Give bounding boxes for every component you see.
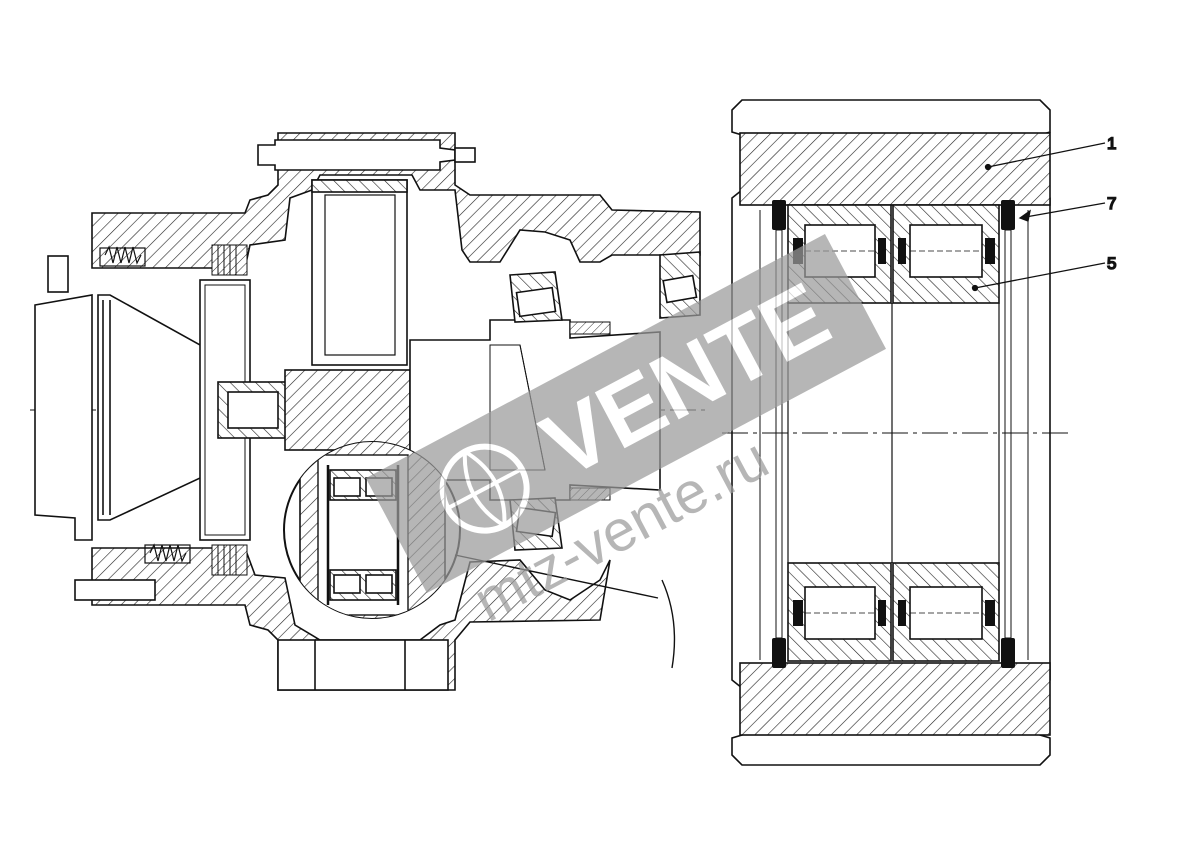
planet-gear-block xyxy=(284,369,411,451)
outer-ring-top xyxy=(739,132,1051,206)
end-cover-bolt-bottom xyxy=(74,579,156,601)
watermark-band xyxy=(365,234,886,593)
callout-label-1: 1 xyxy=(1107,134,1116,153)
housing-stud xyxy=(257,139,456,171)
tapered-bearing-top xyxy=(509,271,563,323)
brake-cone xyxy=(97,294,213,521)
housing-lower xyxy=(91,547,611,691)
spring-pack-bottom xyxy=(144,543,191,564)
brake-disc-pack-top xyxy=(211,244,248,276)
end-cover xyxy=(34,294,93,541)
housing-upper xyxy=(91,132,701,269)
brake-disc-pack-bottom xyxy=(211,544,248,576)
spring-pack-top xyxy=(99,245,146,267)
callout-label-7: 7 xyxy=(1107,194,1116,213)
seal-ring-top xyxy=(569,321,611,335)
outer-ring-bottom xyxy=(739,662,1051,736)
lower-mount-block xyxy=(277,639,449,691)
end-cover-bolt-top xyxy=(47,255,69,293)
callout-label-5: 5 xyxy=(1107,254,1116,273)
tapered-bearing-right xyxy=(659,251,701,319)
bearing-detail-section: 1 7 5 xyxy=(722,99,1117,766)
detail-leader-line xyxy=(454,554,676,669)
retaining-ring xyxy=(772,200,1015,668)
callout-leaders xyxy=(971,142,1106,292)
